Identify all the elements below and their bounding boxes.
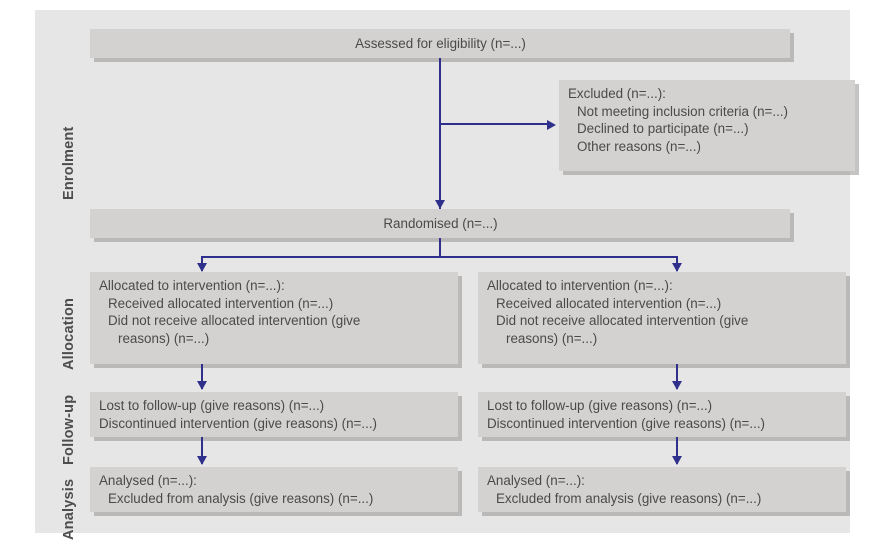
- arrow-right-to-excluded: [547, 120, 556, 130]
- node-line: Lost to follow-up (give reasons) (n=...): [99, 398, 325, 413]
- node-line: Discontinued intervention (give reasons)…: [99, 415, 377, 431]
- stage-label-enrolment: Enrolment: [61, 126, 77, 201]
- connector-followup-to-analysis-right: [676, 437, 678, 464]
- connector-assessed-to-randomised: [439, 58, 441, 209]
- arrow-down-allocation-left: [197, 263, 207, 272]
- node-line: Did not receive allocated intervention (…: [108, 313, 361, 329]
- node-line: reasons) (n=...): [506, 330, 598, 346]
- node-line: reasons) (n=...): [118, 330, 210, 346]
- node-randomised: Randomised (n=...): [90, 209, 790, 238]
- connector-allocation-to-followup-left: [201, 364, 203, 389]
- node-line: Other reasons (n=...): [577, 138, 701, 154]
- connector-randomised-stem: [439, 238, 441, 258]
- node-allocation-left: Allocated to intervention (n=...): Recei…: [90, 272, 458, 364]
- node-line: Excluded from analysis (give reasons) (n…: [496, 490, 762, 506]
- stage-label-allocation: Allocation: [61, 297, 77, 370]
- node-allocation-right: Allocated to intervention (n=...): Recei…: [478, 272, 846, 364]
- node-excluded: Excluded (n=...): Not meeting inclusion …: [559, 80, 855, 171]
- node-line: Excluded from analysis (give reasons) (n…: [108, 490, 374, 506]
- connector-randomised-split: [201, 256, 678, 258]
- node-line: Received allocated intervention (n=...): [496, 295, 722, 311]
- stage-label-followup: Follow-up: [61, 394, 77, 465]
- node-line: Did not receive allocated intervention (…: [496, 313, 749, 329]
- node-line: Excluded (n=...):: [568, 86, 666, 101]
- node-line: Received allocated intervention (n=...): [108, 295, 334, 311]
- node-line: Analysed (n=...):: [487, 473, 585, 488]
- node-assessed-for-eligibility: Assessed for eligibility (n=...): [90, 29, 790, 58]
- node-followup-left: Lost to follow-up (give reasons) (n=...)…: [90, 392, 458, 437]
- consort-flow-diagram: Enrolment Allocation Follow-up Analysis …: [35, 10, 855, 540]
- node-line: Allocated to intervention (n=...):: [99, 278, 285, 293]
- connector-to-excluded: [439, 123, 549, 125]
- arrow-down-allocation-right: [672, 263, 682, 272]
- node-line: Assessed for eligibility (n=...): [355, 36, 526, 51]
- node-line: Analysed (n=...):: [99, 473, 197, 488]
- arrow-down-followup-left: [197, 381, 207, 390]
- stage-label-analysis: Analysis: [61, 478, 77, 540]
- arrow-down-to-randomised: [435, 200, 445, 209]
- node-line: Not meeting inclusion criteria (n=...): [577, 103, 788, 119]
- arrow-down-followup-right: [672, 381, 682, 390]
- node-followup-right: Lost to follow-up (give reasons) (n=...)…: [478, 392, 846, 437]
- arrow-down-analysis-right: [672, 456, 682, 465]
- connector-allocation-to-followup-right: [676, 364, 678, 389]
- node-line: Declined to participate (n=...): [577, 121, 749, 137]
- node-analysis-right: Analysed (n=...): Excluded from analysis…: [478, 467, 846, 512]
- node-line: Allocated to intervention (n=...):: [487, 278, 673, 293]
- node-analysis-left: Analysed (n=...): Excluded from analysis…: [90, 467, 458, 512]
- connector-followup-to-analysis-left: [201, 437, 203, 464]
- node-line: Discontinued intervention (give reasons)…: [487, 415, 765, 431]
- node-line: Randomised (n=...): [383, 216, 498, 231]
- node-line: Lost to follow-up (give reasons) (n=...): [487, 398, 713, 413]
- arrow-down-analysis-left: [197, 456, 207, 465]
